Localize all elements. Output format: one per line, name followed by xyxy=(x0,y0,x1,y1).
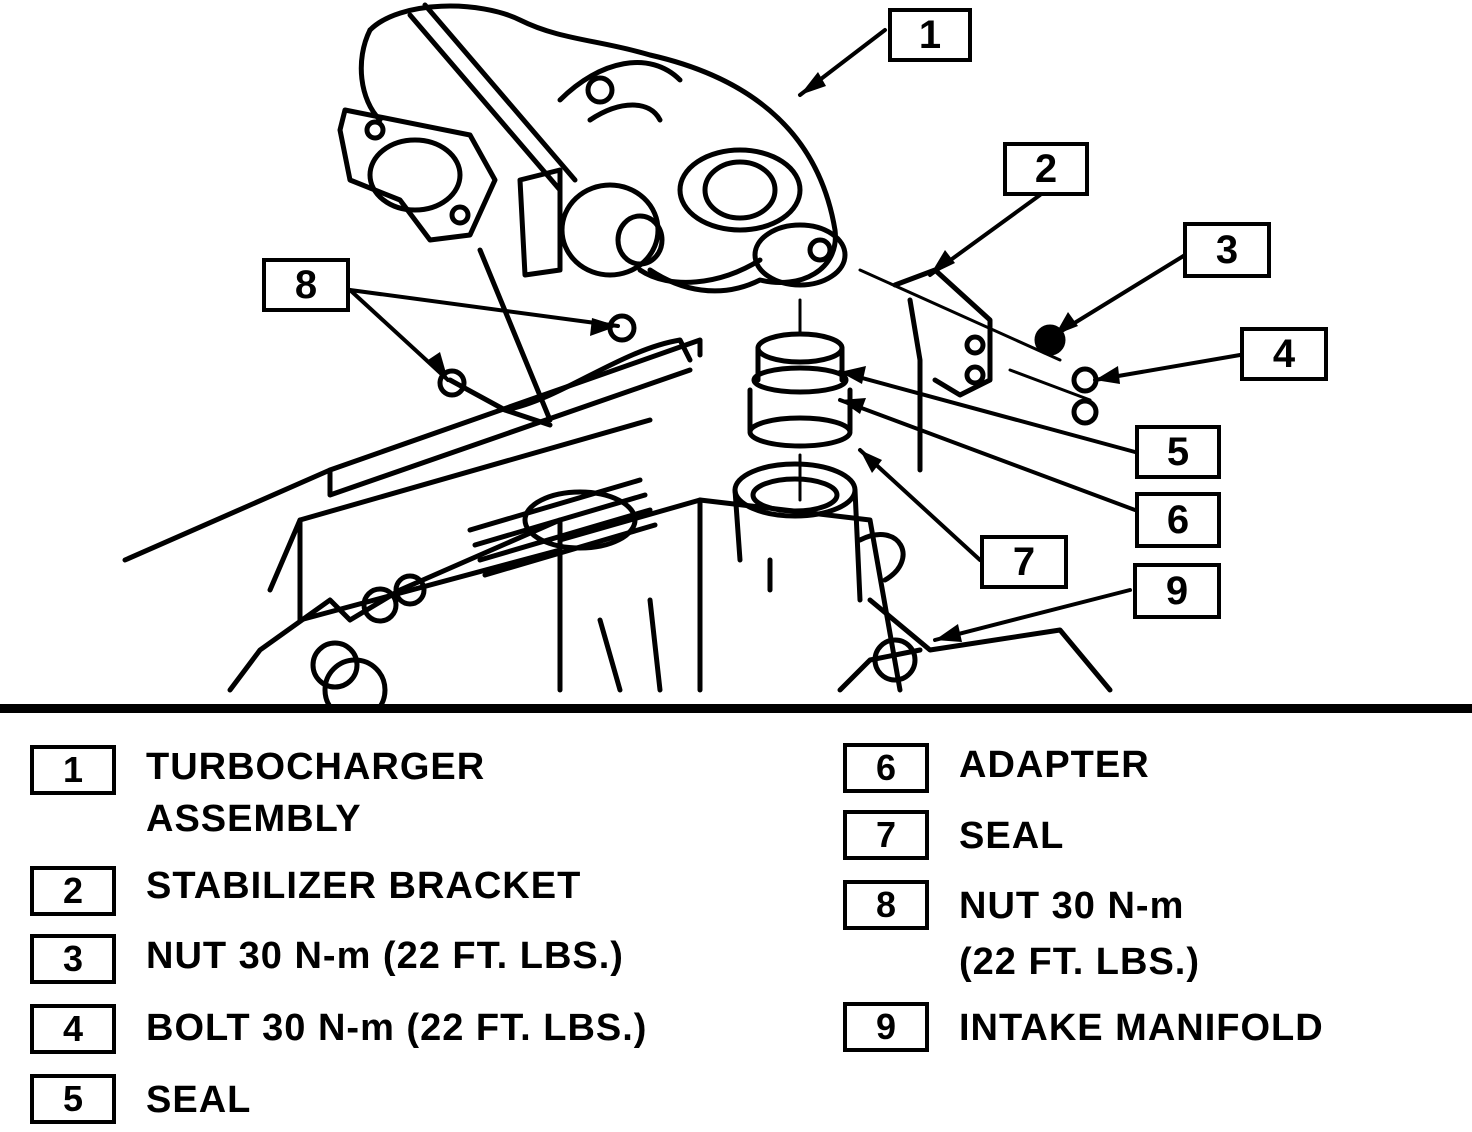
leader-arrowheads xyxy=(428,72,1120,642)
legend-item-7: 7 SEAL xyxy=(843,810,1064,862)
legend-number: 1 xyxy=(30,745,116,795)
legend-label: NUT 30 N-m (22 FT. LBS.) xyxy=(146,935,624,977)
legend-item-6: 6 ADAPTER xyxy=(843,743,1150,793)
legend-number: 4 xyxy=(30,1004,116,1054)
legend-item-8: 8 NUT 30 N-m (22 FT. LBS.) xyxy=(843,880,1200,990)
callout-3: 3 xyxy=(1183,222,1271,278)
callout-9: 9 xyxy=(1133,563,1221,619)
stabilizer-bracket-drawing xyxy=(858,267,1092,473)
callout-5: 5 xyxy=(1135,425,1221,479)
intake-manifold-drawing xyxy=(122,337,1113,705)
manifold-inlet-drawing xyxy=(732,461,906,603)
legend-item-3: 3 NUT 30 N-m (22 FT. LBS.) xyxy=(30,934,624,984)
turbocharger-drawing xyxy=(337,2,848,294)
legend-number: 3 xyxy=(30,934,116,984)
callout-1: 1 xyxy=(888,8,972,62)
legend-label: TURBOCHARGER ASSEMBLY xyxy=(146,746,486,840)
legend-label: ADAPTER xyxy=(959,744,1150,786)
callout-7: 7 xyxy=(980,535,1068,589)
turbocharger-exploded-diagram xyxy=(122,2,1242,705)
nut-bolt-drawing xyxy=(1034,324,1099,426)
legend-label: SEAL xyxy=(146,1079,252,1121)
legend-label: INTAKE MANIFOLD xyxy=(959,1007,1324,1049)
oil-line-drawing xyxy=(437,247,693,428)
legend-item-2: 2 STABILIZER BRACKET xyxy=(30,865,581,916)
legend-item-5: 5 SEAL xyxy=(30,1074,251,1126)
callout-8: 8 xyxy=(262,258,350,312)
legend-item-4: 4 BOLT 30 N-m (22 FT. LBS.) xyxy=(30,1004,647,1054)
legend-label: NUT 30 N-m (22 FT. LBS.) xyxy=(959,885,1201,983)
legend-label: SEAL xyxy=(959,815,1065,857)
legend-number: 9 xyxy=(843,1002,929,1052)
legend-number: 5 xyxy=(30,1074,116,1124)
legend-number: 2 xyxy=(30,866,116,916)
legend-divider xyxy=(0,704,1472,713)
callout-2: 2 xyxy=(1003,142,1089,196)
legend-number: 8 xyxy=(843,880,929,930)
leader-lines xyxy=(348,28,1242,642)
callout-4: 4 xyxy=(1240,327,1328,381)
legend-label: STABILIZER BRACKET xyxy=(146,865,582,907)
legend-number: 6 xyxy=(843,743,929,793)
adapter-drawing xyxy=(747,298,853,502)
callout-6: 6 xyxy=(1135,492,1221,548)
legend-item-1: 1 TURBOCHARGER ASSEMBLY xyxy=(30,745,485,845)
legend-item-9: 9 INTAKE MANIFOLD xyxy=(843,1002,1324,1054)
legend-label: BOLT 30 N-m (22 FT. LBS.) xyxy=(146,1007,648,1049)
legend-number: 7 xyxy=(843,810,929,860)
